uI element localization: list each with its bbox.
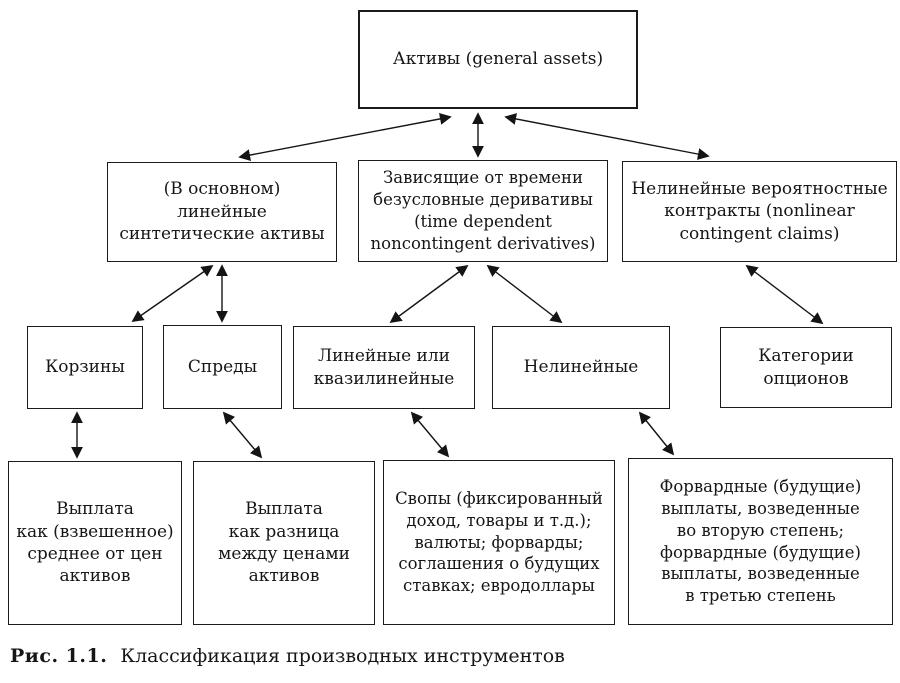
node-nonlinear-contingent-claims: Нелинейные вероятностные контракты (nonl…	[622, 161, 897, 262]
figure-caption-label: Рис. 1.1.	[10, 645, 108, 667]
edge-spreads-payout-difference	[222, 411, 263, 459]
edge-time-dependent-linear-quasilinear	[389, 264, 469, 324]
node-spreads: Спреды	[163, 325, 282, 409]
figure-caption-text: Классификация производных инструментов	[120, 645, 565, 667]
edge-nonlinear-forward-powers	[638, 411, 675, 456]
node-forward-payouts-powers: Форвардные (будущие) выплаты, возведенны…	[628, 458, 893, 625]
node-payout-price-difference: Выплата как разница между ценами активов	[193, 461, 375, 625]
edge-assets-linear-synthetic	[238, 113, 452, 161]
node-baskets: Корзины	[27, 326, 143, 409]
edge-linear-synthetic-baskets	[131, 264, 214, 323]
edge-assets-nonlinear-contingent	[504, 113, 710, 160]
node-linear-or-quasilinear: Линейные или квазилинейные	[293, 326, 475, 409]
node-general-assets: Активы (general assets)	[358, 10, 638, 109]
figure-caption: Рис. 1.1. Классификация производных инстр…	[10, 645, 565, 667]
node-option-categories: Категории опционов	[720, 327, 892, 408]
edge-nonlinear-contingent-option-categories	[745, 264, 824, 325]
node-swaps-forwards-fras: Свопы (фиксированный доход, товары и т.д…	[383, 460, 615, 625]
node-payout-weighted-average: Выплата как (взвешенное) среднее от цен …	[8, 461, 182, 625]
node-nonlinear: Нелинейные	[492, 326, 670, 409]
node-time-dependent-noncontingent: Зависящие от времени безусловные дериват…	[358, 160, 608, 262]
edge-time-dependent-nonlinear	[486, 264, 563, 324]
edge-linear-quasilinear-swaps	[410, 411, 450, 458]
node-mostly-linear-synthetic-assets: (В основном) линейные синтетические акти…	[107, 162, 337, 262]
